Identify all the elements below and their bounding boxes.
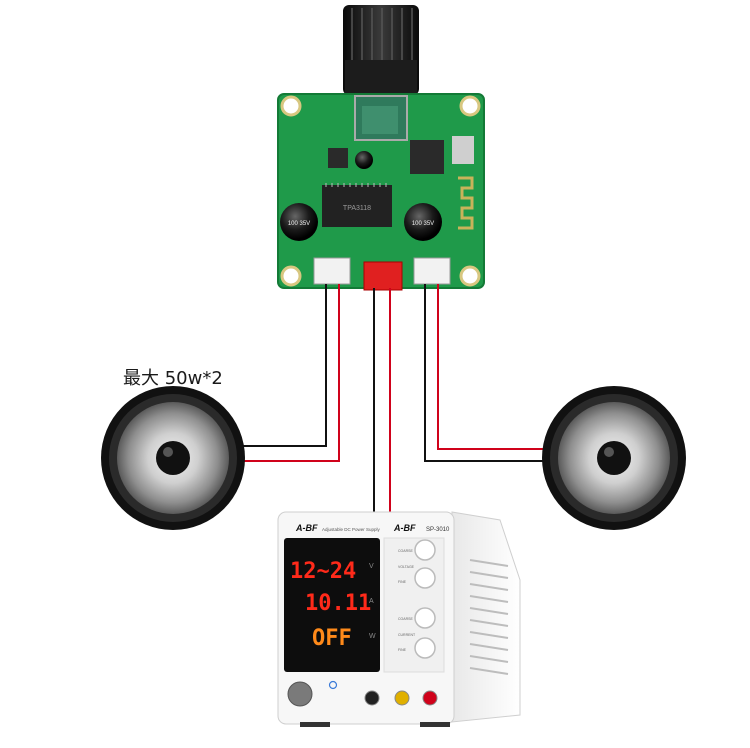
knob-label: FINE xyxy=(398,580,407,584)
right-speaker xyxy=(542,386,686,530)
right-speaker-connector[interactable] xyxy=(413,257,451,285)
psu-brand-left: A-BF xyxy=(295,523,318,533)
unit-w-label: W xyxy=(369,633,376,640)
power-rating-caption: 最大 50w*2 xyxy=(123,368,223,389)
knob-label: CURRENT xyxy=(398,633,416,637)
psu-voltage-readout: 12~24 xyxy=(290,559,356,584)
capacitor-left: 100 35V xyxy=(280,203,318,241)
power-icon xyxy=(328,680,338,690)
amplifier-board: TPA3118 100 35V 100 35V xyxy=(277,5,485,291)
psu-display xyxy=(284,538,380,672)
psu-brand-right: A-BF xyxy=(393,523,416,533)
knob-label: VOLTAGE xyxy=(398,565,415,569)
power-connector[interactable] xyxy=(363,261,403,291)
capacitor-right: 100 35V xyxy=(404,203,442,241)
knob-label: COARSE xyxy=(398,617,413,621)
psu-current-readout: 10.11 xyxy=(305,591,371,616)
unit-a-label: A xyxy=(369,598,374,605)
terminal-black[interactable] xyxy=(364,690,380,706)
chip-label: TPA3118 xyxy=(343,205,371,212)
unit-v-label: V xyxy=(369,563,374,570)
left-speaker-connector[interactable] xyxy=(313,257,351,285)
knob-label: COARSE xyxy=(398,549,413,553)
terminal-red[interactable] xyxy=(422,690,438,706)
psu-power-button[interactable] xyxy=(287,681,313,707)
wires xyxy=(193,284,605,518)
psu-power-readout: OFF xyxy=(312,626,352,651)
psu-subtitle: Adjustable DC Power Supply xyxy=(322,527,381,532)
left-speaker xyxy=(101,386,245,530)
antenna-trace xyxy=(458,176,474,230)
psu-knob[interactable] xyxy=(414,539,436,659)
knob-label: FINE xyxy=(398,648,407,652)
dc-power-supply: A-BF Adjustable DC Power Supply A-BF SP-… xyxy=(277,511,521,727)
psu-model: SP-3010 xyxy=(426,527,450,533)
svg-text:100 35V: 100 35V xyxy=(412,221,434,227)
amplifier-chip xyxy=(322,185,392,227)
svg-text:100 35V: 100 35V xyxy=(288,221,310,227)
mounting-hole-icon xyxy=(280,95,481,287)
terminal-yellow[interactable] xyxy=(394,690,410,706)
